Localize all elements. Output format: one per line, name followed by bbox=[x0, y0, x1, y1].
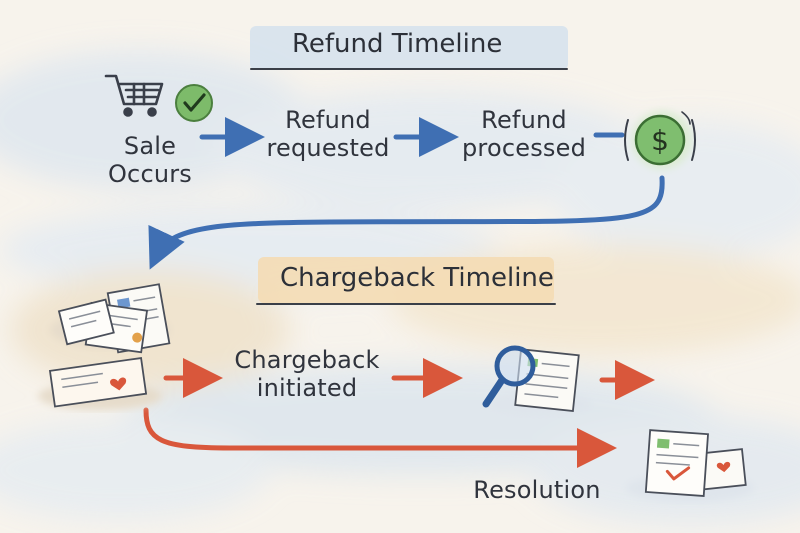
step-refund-requested: Refund requested bbox=[266, 106, 390, 163]
chargeback-arrow-resolution bbox=[143, 407, 617, 468]
step-chargeback-initiated: Chargeback initiated bbox=[234, 346, 380, 403]
refund-title-underline bbox=[250, 68, 568, 70]
heart-document-icon bbox=[38, 357, 162, 410]
refund-title-band bbox=[250, 26, 568, 70]
documents-icon bbox=[50, 283, 171, 354]
chargeback-title-band bbox=[258, 257, 554, 303]
chargeback-timeline-title: Chargeback Timeline bbox=[280, 263, 554, 293]
transition-arrow bbox=[148, 175, 665, 270]
magnifier-document-icon bbox=[482, 345, 592, 416]
svg-text:$: $ bbox=[651, 124, 669, 157]
step-sale-occurs: Sale Occurs bbox=[107, 132, 193, 189]
check-icon bbox=[175, 84, 213, 122]
refund-timeline-title: Refund Timeline bbox=[292, 29, 503, 59]
chargeback-title-underline bbox=[256, 303, 556, 305]
step-refund-processed: Refund processed bbox=[461, 106, 587, 163]
resolved-document-icon bbox=[626, 429, 754, 502]
step-resolution: Resolution bbox=[473, 476, 601, 504]
dollar-coin-icon: $ bbox=[624, 111, 696, 169]
shopping-cart-icon bbox=[104, 74, 164, 117]
